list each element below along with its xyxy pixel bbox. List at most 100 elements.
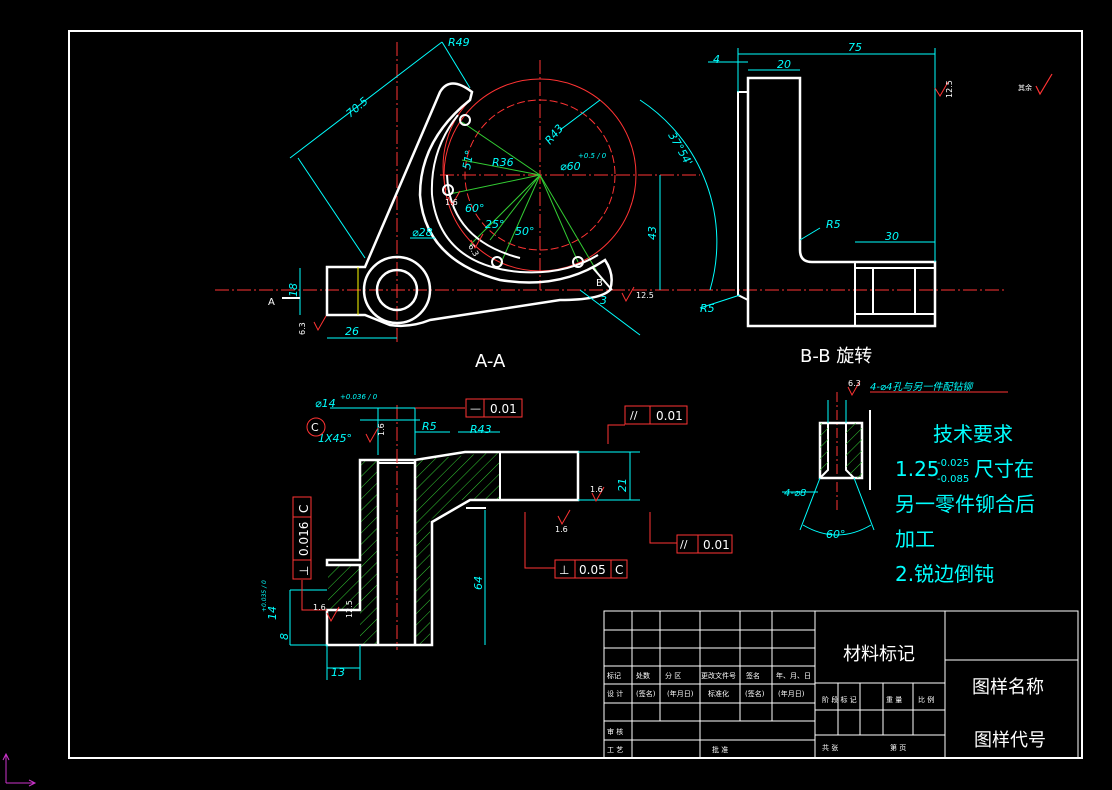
- roughness-symbols: 6.3 6.3 1.6 12.5 12.5 其余 1.6 1.6: [298, 73, 1053, 623]
- svg-text:12.5: 12.5: [636, 291, 654, 300]
- tb-cell: 设 计: [607, 689, 623, 698]
- tb-cell: 更改文件号: [701, 671, 736, 680]
- svg-text:0.01: 0.01: [490, 402, 517, 416]
- svg-text:0.01: 0.01: [656, 409, 683, 423]
- title-block-text: 材料标记 图样名称 图样代号 标记 处数 分 区 更改文件号 签名 年、月、日 …: [607, 644, 1046, 754]
- dim-r49: R49: [448, 36, 470, 49]
- section-b-label: B-B 旋转: [800, 346, 872, 367]
- dim-ang50: 50°: [515, 225, 535, 238]
- tb-cell: (签名): [745, 689, 765, 698]
- svg-text:12.5: 12.5: [945, 80, 954, 98]
- svg-text:1.6: 1.6: [555, 525, 568, 534]
- dim-70: 70.5: [344, 95, 371, 121]
- technical-requirements: 技术要求 1.25 -0.025 -0.085 尺寸在 另一零件铆合后 加工 2…: [895, 422, 1035, 586]
- tb-cell: 年、月、日: [776, 671, 811, 680]
- bottom-section-view: [289, 405, 677, 680]
- dim-ang25: 25°: [485, 218, 505, 231]
- roughness-mark: 6.3: [847, 379, 861, 397]
- tech-line3: 加工: [895, 527, 935, 551]
- svg-text:C: C: [311, 421, 319, 434]
- svg-text:1.6: 1.6: [313, 603, 326, 612]
- svg-text:0.016: 0.016: [297, 522, 311, 556]
- svg-text:⊥: ⊥: [559, 563, 569, 577]
- svg-text://: //: [630, 409, 638, 422]
- tolerance-frame-perp-2: ⊥ 0.016 C: [292, 496, 312, 580]
- tb-cell: 工 艺: [607, 746, 623, 754]
- material-mark: 材料标记: [843, 644, 915, 665]
- svg-text:—: —: [470, 402, 481, 415]
- section-a-label: A-A: [475, 351, 506, 372]
- tech-line1-pre: 1.25: [895, 457, 940, 481]
- svg-text:6.3: 6.3: [848, 379, 861, 388]
- tech-line2: 另一零件铆合后: [895, 492, 1035, 516]
- sheet-border: [68, 30, 1083, 759]
- svg-text:C: C: [297, 505, 311, 513]
- dim-r5-c: R5: [422, 420, 437, 433]
- dim-18: 18: [287, 283, 300, 297]
- dim-3: 3: [600, 294, 607, 307]
- tolerance-frame-parallel-1: // 0.01: [624, 405, 688, 425]
- datum-c: C: [306, 417, 326, 437]
- svg-text:⊥: ⊥: [297, 566, 311, 576]
- roughness-mark: 12.5: [621, 286, 654, 303]
- tb-cell: 批 准: [712, 745, 728, 754]
- svg-text://: //: [680, 538, 688, 551]
- svg-text:C: C: [615, 563, 623, 577]
- dim-r5-b: R5: [826, 218, 841, 231]
- dim-r5-left: R5: [700, 302, 715, 315]
- tb-cell: 标准化: [708, 689, 729, 698]
- tb-cell: 处数: [636, 671, 650, 680]
- ucs-axis-icon: [2, 752, 37, 787]
- cut-mark-b: B: [596, 278, 603, 289]
- svg-text:1.6: 1.6: [590, 485, 603, 494]
- dim-20: 20: [777, 58, 791, 71]
- tb-cell: 阶 段 标 记: [822, 695, 857, 704]
- detail-count: 4-⌀8: [784, 488, 806, 499]
- svg-text:1.6: 1.6: [445, 198, 458, 207]
- roughness-mark: 6.3: [466, 233, 484, 258]
- dim-75: 75: [848, 41, 862, 54]
- drawing-name: 图样名称: [972, 677, 1044, 698]
- tb-cell: 审 核: [607, 727, 623, 736]
- tolerance-frame-flatness: — 0.01: [465, 398, 523, 418]
- dim-26: 26: [345, 325, 359, 338]
- dim-ang51: 51°: [460, 149, 476, 170]
- dim-8: 8: [278, 633, 291, 640]
- roughness-rest-label: 其余: [1018, 83, 1032, 92]
- tb-cell: 分 区: [665, 671, 681, 680]
- roughness-mark: 6.3: [298, 315, 327, 335]
- dim-d60: ⌀60: [560, 160, 581, 173]
- dim-r43-top: R43: [542, 122, 566, 147]
- roughness-mark: 12.5: [934, 80, 954, 98]
- svg-text:0.01: 0.01: [703, 538, 730, 552]
- dim-43v: 43: [646, 226, 659, 240]
- dim-21: 21: [616, 478, 629, 492]
- dim-30: 30: [885, 230, 899, 243]
- detail-labels: 4-⌀4孔与另一件配钻铆 4-⌀8 60°: [784, 381, 974, 541]
- dim-64: 64: [472, 576, 485, 590]
- tb-cell: 签名: [746, 671, 760, 680]
- svg-text:12.5: 12.5: [345, 600, 354, 618]
- tolerance-frame-perp-1: ⊥ 0.05 C: [554, 559, 628, 579]
- dim-d14: ⌀14: [315, 397, 336, 410]
- tech-line4: 2.锐边倒钝: [895, 562, 994, 586]
- tb-cell: (签名): [636, 689, 656, 698]
- tb-cell: (年月日): [778, 689, 805, 698]
- svg-text:1.6: 1.6: [377, 423, 386, 436]
- dim-14b-tol: +0.035 / 0: [261, 580, 268, 612]
- roughness-mark: 1.6: [590, 485, 605, 503]
- roughness-mark: 1.6 12.5: [313, 600, 354, 623]
- tb-cell: (年月日): [667, 689, 694, 698]
- roughness-mark: 1.6: [365, 423, 386, 444]
- roughness-mark: 1.6: [445, 190, 461, 207]
- tech-line1-sub: -0.085: [937, 474, 969, 485]
- tb-cell: 第 页: [890, 743, 906, 752]
- roughness-mark: 1.6: [555, 509, 571, 534]
- tb-cell: 重 量: [886, 696, 902, 704]
- view-labels: A-A B-B 旋转 A B: [268, 278, 872, 372]
- dim-d14-tol: +0.036 / 0: [340, 393, 378, 401]
- tb-cell: 比 例: [918, 695, 934, 704]
- tech-line1-post: 尺寸在: [974, 457, 1034, 481]
- rivet-detail-view: [782, 391, 1008, 536]
